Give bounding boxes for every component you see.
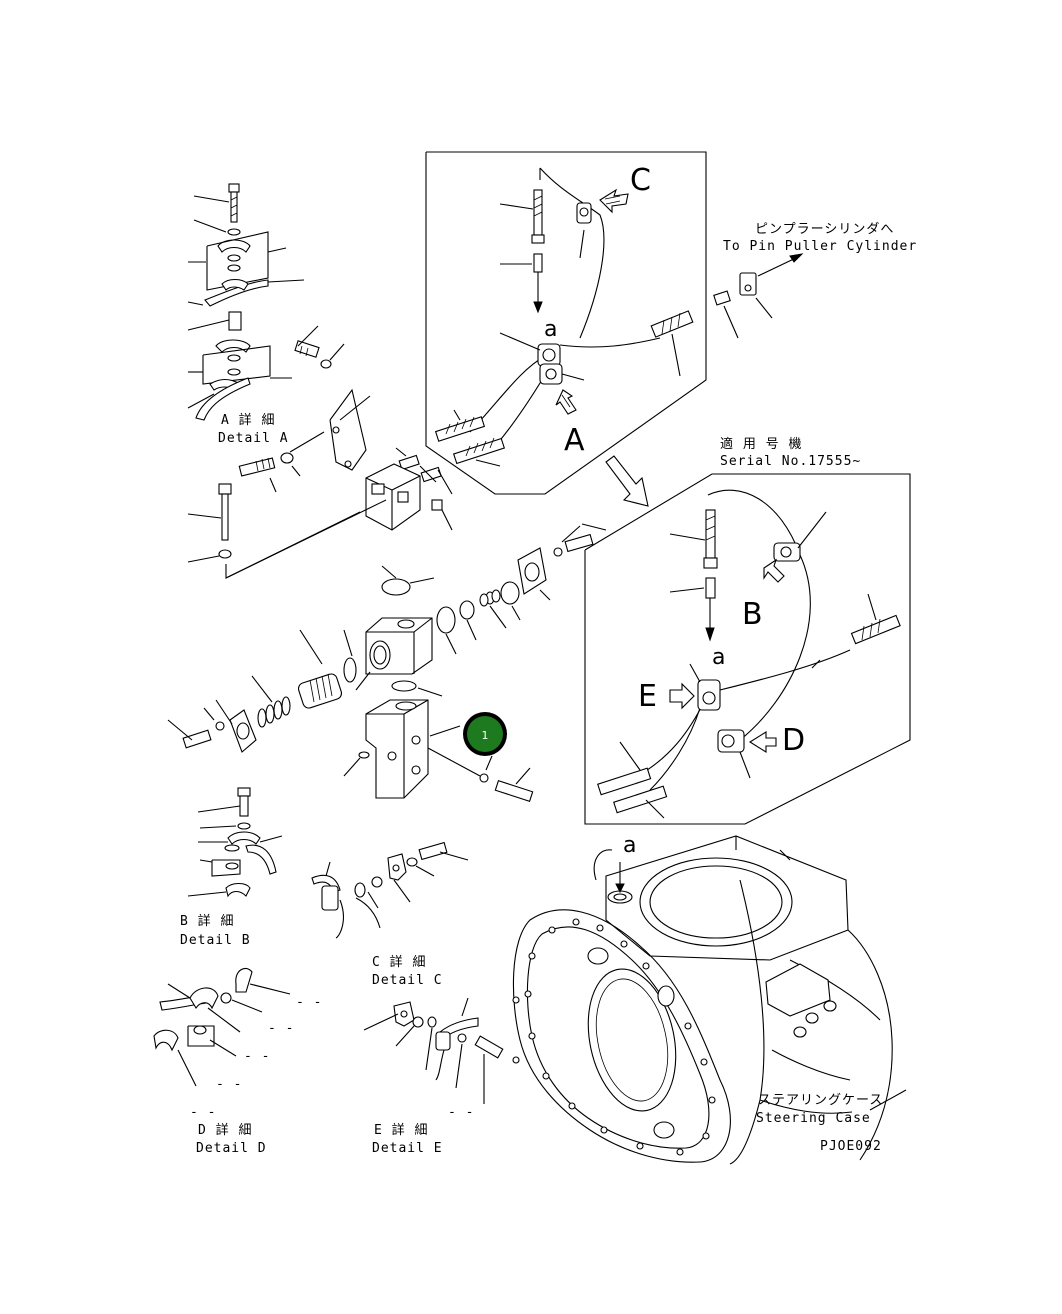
detail-c-group: C 詳 細 Detail C	[311, 841, 469, 988]
steering-case-label-en: Steering Case	[756, 1111, 871, 1126]
callout-number: 1	[482, 729, 489, 742]
view-letter-D: D	[782, 723, 805, 758]
view-letter-C: C	[630, 163, 651, 198]
detail-c-label-jp: C 詳 細	[372, 954, 426, 970]
pin-puller-label-en: To Pin Puller Cylinder	[723, 239, 917, 254]
valve-assembly	[167, 325, 607, 803]
steering-case: a	[512, 833, 907, 1165]
view-letter-a-lower: a	[712, 645, 725, 670]
serial-label-en: Serial No.17555~	[720, 454, 861, 469]
detail-b-label-jp: B 詳 細	[180, 913, 234, 929]
detail-e-label-en: Detail E	[372, 1141, 443, 1156]
callout-badge-fill	[467, 716, 503, 752]
inset-upper: C a A	[425, 151, 707, 495]
detail-d-label-en: Detail D	[196, 1141, 267, 1156]
dash-mark-d2: - -	[268, 1021, 294, 1036]
detail-e-label-jp: E 詳 細	[374, 1122, 428, 1138]
detail-a-label-en: Detail A	[218, 431, 289, 446]
dash-mark-d5: - -	[190, 1105, 216, 1120]
dash-mark-d3: - -	[244, 1049, 270, 1064]
callout-badge-1[interactable]: 1	[463, 712, 507, 756]
view-letter-B: B	[742, 597, 763, 632]
detail-a-label-jp: A 詳 細	[221, 412, 275, 428]
pin-puller-fitting: ピンプラーシリンダへ To Pin Puller Cylinder	[713, 222, 917, 339]
steering-case-label-jp: ステアリングケース	[758, 1093, 883, 1108]
detail-b-group: B 詳 細 Detail B	[180, 787, 283, 948]
detail-b-label-en: Detail B	[180, 933, 251, 948]
view-letter-A: A	[564, 423, 585, 458]
flange-bolt-holes	[512, 918, 716, 1156]
dash-mark-e1: - -	[448, 1105, 474, 1120]
dash-mark-d4: - -	[216, 1077, 242, 1092]
view-letter-a-upper: a	[544, 317, 557, 342]
detail-a-group: A 詳 細 Detail A	[187, 183, 305, 446]
detail-d-label-jp: D 詳 細	[198, 1122, 252, 1138]
inset-lower: 適 用 号 機 Serial No.17555~	[584, 436, 911, 825]
view-letter-E: E	[638, 679, 657, 714]
transition-arrow	[605, 455, 649, 507]
diagram-code: PJOE092	[820, 1139, 882, 1154]
detail-d-group: - - - - - - - - - - D 詳 細 Detail D	[153, 967, 322, 1156]
pin-puller-label-jp: ピンプラーシリンダへ	[755, 222, 894, 237]
serial-label-jp: 適 用 号 機	[720, 436, 802, 452]
detail-c-label-en: Detail C	[372, 973, 443, 988]
dash-mark-d1: - -	[296, 995, 322, 1010]
view-letter-a-case: a	[623, 833, 636, 858]
detail-e-group: - - E 詳 細 Detail E	[363, 997, 504, 1156]
